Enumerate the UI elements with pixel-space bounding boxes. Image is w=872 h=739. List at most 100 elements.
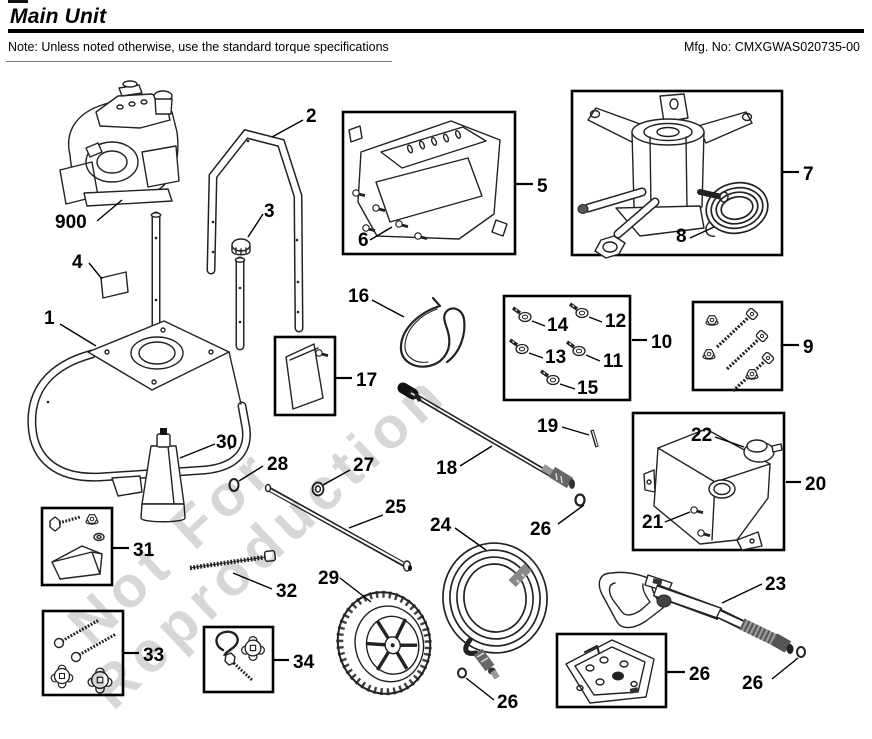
leader-16 (371, 299, 405, 318)
callout-26-hose: 26 (497, 692, 518, 713)
leader-32 (232, 572, 273, 590)
leader-3 (247, 213, 264, 238)
part-axle-25 (264, 483, 412, 572)
leader-26-lance (557, 504, 585, 525)
leader-22 (714, 436, 745, 448)
part-frame (27, 320, 251, 497)
part-oring-28 (228, 478, 240, 492)
callout-7: 7 (803, 164, 814, 185)
part-spray-gun-23 (598, 571, 794, 654)
callout-900: 900 (55, 212, 87, 233)
box-plate-17 (273, 335, 337, 417)
leader-8 (689, 226, 715, 239)
part-oring-coil-8 (705, 181, 769, 238)
callout-10: 10 (651, 332, 672, 353)
callout-33: 33 (143, 645, 164, 666)
callout-2: 2 (306, 106, 317, 127)
callout-27: 27 (353, 455, 374, 476)
callout-12: 12 (605, 311, 626, 332)
callout-22: 22 (691, 425, 712, 446)
callout-5: 5 (537, 176, 548, 197)
part-model-label (100, 271, 129, 299)
leader-23 (721, 583, 763, 604)
callout-3: 3 (264, 201, 275, 222)
callout-26-box: 26 (689, 664, 710, 685)
box-panel-5 (341, 110, 517, 256)
part-threaded-rod-32 (189, 549, 277, 571)
box-bolts-9 (691, 300, 784, 394)
part-oring-26-gun (796, 646, 806, 658)
callout-28: 28 (267, 454, 288, 475)
callout-4: 4 (72, 252, 83, 273)
leader-1 (59, 323, 97, 347)
leader-26-hose (465, 677, 495, 701)
part-engine (59, 80, 180, 207)
box-bolts-knobs-33 (41, 609, 125, 697)
part-handle (206, 128, 304, 333)
leader-18 (459, 445, 493, 467)
part-lance-18 (397, 382, 575, 489)
callout-16: 16 (348, 286, 369, 307)
leader-19 (561, 426, 590, 436)
part-oring-26-hose (457, 667, 467, 679)
callout-32: 32 (276, 581, 297, 602)
leader-6 (369, 226, 393, 241)
leader-25 (348, 514, 384, 529)
leader-30 (179, 443, 216, 459)
callout-26-lance: 26 (530, 519, 551, 540)
box-hardware-31 (40, 506, 114, 587)
callout-20: 20 (805, 474, 826, 495)
callout-23: 23 (765, 574, 786, 595)
box-fuel-tank-20: 22 21 (631, 411, 786, 552)
page-title: Main Unit (10, 5, 107, 28)
callout-14: 14 (547, 315, 569, 336)
callout-6: 6 (358, 230, 369, 251)
callout-8: 8 (676, 226, 687, 247)
callout-25: 25 (385, 497, 407, 518)
callout-29: 29 (318, 568, 339, 589)
callout-17: 17 (356, 370, 377, 391)
callout-9: 9 (803, 337, 814, 358)
callout-11: 11 (603, 351, 624, 372)
leader-21 (664, 511, 691, 523)
callout-19: 19 (537, 416, 558, 437)
callout-18: 18 (436, 458, 457, 479)
leader-900 (96, 199, 123, 222)
callout-31: 31 (133, 540, 155, 561)
leader-4 (88, 262, 103, 280)
callout-13: 13 (545, 347, 566, 368)
mfg-number: Mfg. No: CMXGWAS020735-00 (684, 40, 860, 54)
part-nozzle-30 (140, 428, 186, 523)
part-wire-clip-16 (399, 296, 466, 368)
box-screws-10: 14 12 13 11 15 (502, 294, 632, 402)
leader-29 (339, 577, 372, 603)
box-hook-34 (202, 625, 275, 694)
part-oring-26-lance (574, 493, 586, 507)
box-nozzle-plate-26 (555, 632, 668, 709)
part-wheel-29 (336, 590, 432, 696)
callout-15: 15 (577, 378, 599, 399)
leader-26-gun (771, 657, 799, 680)
callout-24: 24 (430, 515, 452, 536)
part-handle-cap (231, 238, 251, 256)
part-fuel-cap-22 (743, 439, 783, 463)
callout-34: 34 (293, 652, 315, 673)
part-washer-27 (311, 481, 325, 497)
leader-27 (322, 469, 351, 486)
part-pin-19 (590, 429, 599, 448)
title-rule (8, 29, 864, 33)
callout-1: 1 (44, 308, 55, 329)
leader-24 (454, 527, 487, 551)
scan-artifact (8, 0, 28, 3)
callout-30: 30 (216, 432, 237, 453)
part-pump (577, 93, 753, 259)
note-rule (6, 61, 392, 62)
part-frame-posts (150, 211, 246, 351)
leader-2 (271, 119, 304, 138)
callout-26-gun: 26 (742, 673, 763, 694)
leader-28 (238, 465, 264, 482)
callout-21: 21 (642, 512, 664, 533)
part-hose-24 (442, 542, 548, 680)
